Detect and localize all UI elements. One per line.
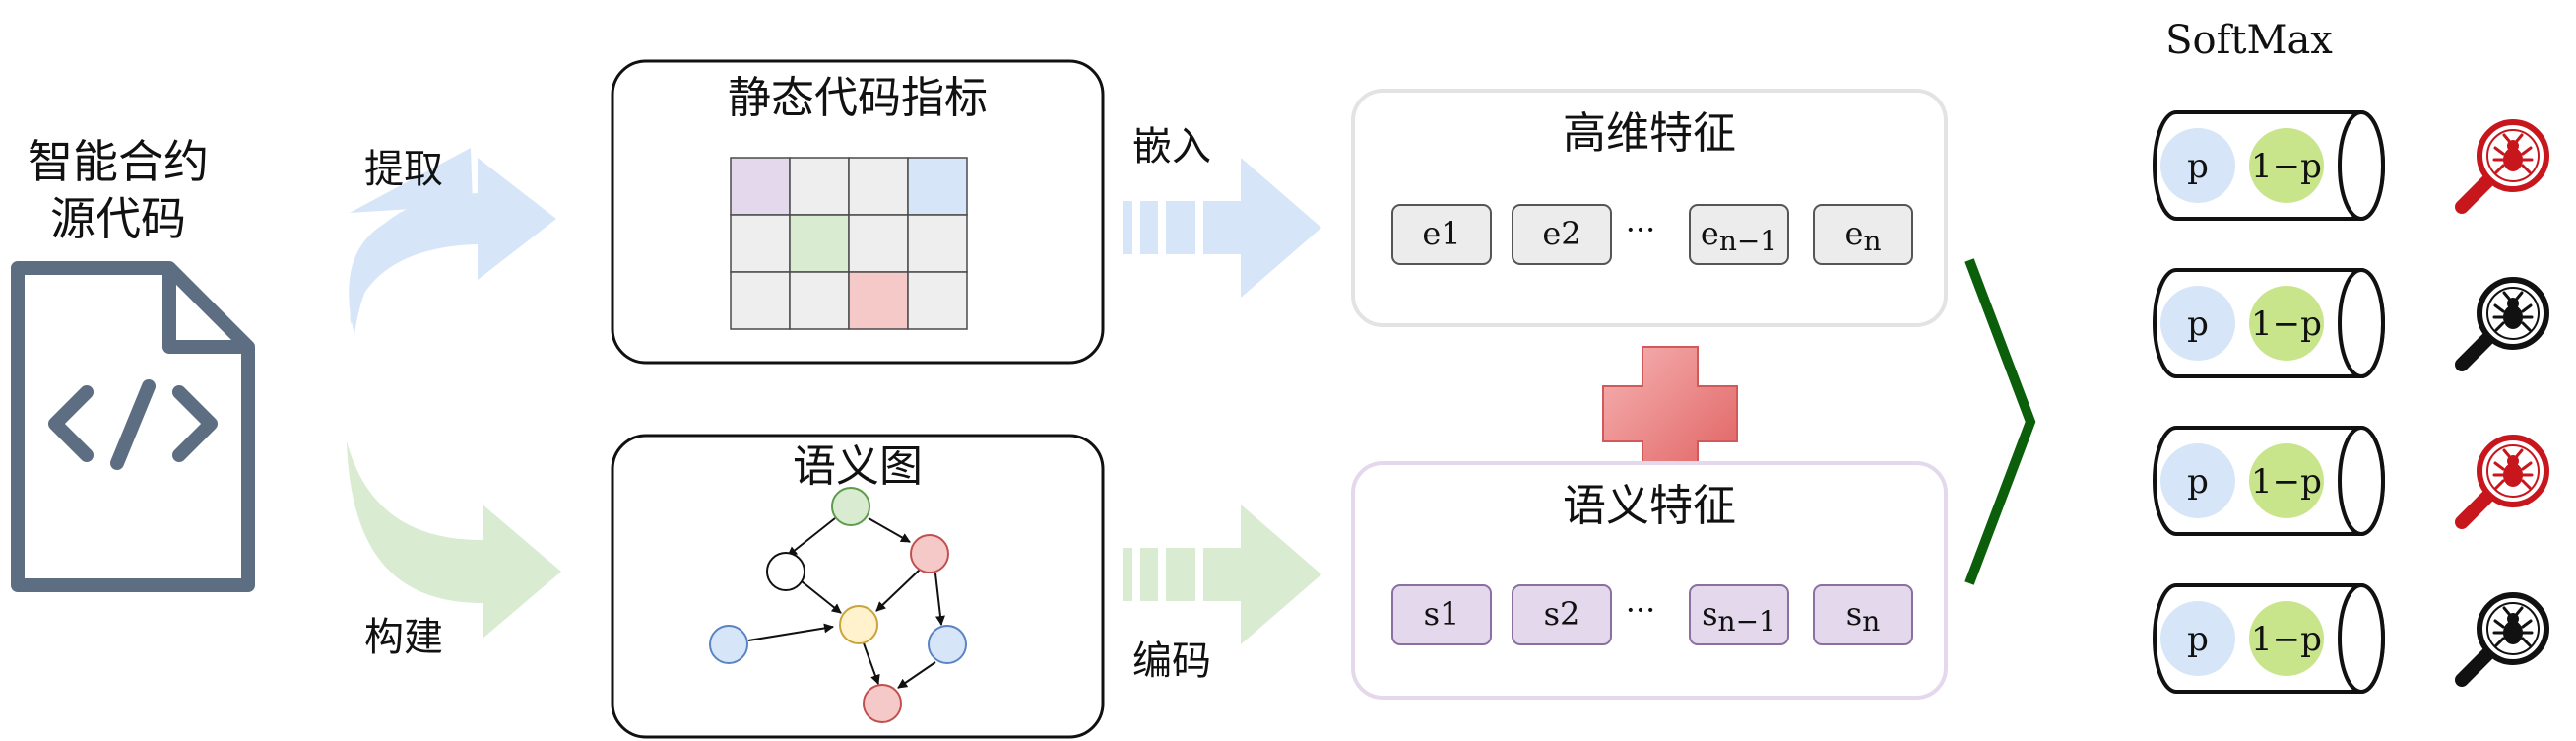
extract-arrow — [349, 148, 556, 335]
semantic-token: sn−1 — [1689, 584, 1789, 645]
graph-node — [910, 534, 949, 573]
metric-cell — [730, 214, 791, 273]
plus-icon — [1602, 346, 1738, 482]
softmax-row: p 1−p — [2153, 583, 2549, 694]
bug-search-icon — [2455, 119, 2549, 214]
graph-node — [831, 487, 870, 526]
probability-cylinder: p 1−p — [2153, 583, 2385, 694]
high-dim-token: e1 — [1391, 204, 1492, 265]
semantic-graph-title: 语义图 — [793, 441, 923, 492]
metric-cell — [907, 271, 968, 330]
high-dim-token-label: en — [1845, 215, 1882, 257]
semantic-features-tokens: s1 s2 sn−1 sn ··· — [1391, 584, 1913, 645]
semantic-ellipsis: ··· — [1626, 591, 1656, 629]
semantic-features-title: 语义特征 — [1563, 481, 1736, 531]
p-circle — [2160, 601, 2235, 676]
bug-search-icon — [2455, 592, 2549, 687]
high-dim-token-label: e1 — [1422, 215, 1460, 252]
metric-cell — [789, 271, 850, 330]
semantic-token-label: sn−1 — [1702, 595, 1776, 638]
semantic-graph — [709, 487, 967, 723]
embed-arrow — [1123, 158, 1321, 298]
high-dim-token: en−1 — [1689, 204, 1789, 265]
one-minus-p-circle — [2249, 286, 2324, 361]
embed-label: 嵌入 — [1132, 124, 1211, 169]
metric-cell — [730, 157, 791, 216]
one-minus-p-label: 1−p — [2251, 147, 2322, 186]
bug-search-icon — [2455, 277, 2549, 371]
semantic-token-label: s2 — [1544, 595, 1580, 633]
high-dim-token: e2 — [1512, 204, 1612, 265]
merge-bracket — [1964, 258, 2036, 585]
one-minus-p-label: 1−p — [2251, 462, 2322, 502]
metric-cell — [907, 214, 968, 273]
semantic-token-label: s1 — [1424, 595, 1460, 633]
graph-node — [709, 625, 748, 664]
p-circle — [2160, 443, 2235, 518]
p-circle — [2160, 128, 2235, 203]
graph-node — [839, 605, 878, 644]
graph-node — [928, 625, 967, 664]
metric-cell — [907, 157, 968, 216]
source-title-line2: 源代码 — [50, 192, 186, 245]
encode-label: 编码 — [1132, 639, 1211, 684]
high-dim-features-box: 高维特征 e1 e2 en−1 en ··· — [1351, 89, 1948, 327]
build-arrow — [347, 441, 561, 639]
build-label: 构建 — [364, 615, 443, 660]
semantic-token-label: sn — [1846, 595, 1880, 638]
metric-cell — [730, 271, 791, 330]
semantic-token: s1 — [1391, 584, 1492, 645]
metrics-grid — [730, 157, 968, 330]
one-minus-p-label: 1−p — [2251, 304, 2322, 344]
semantic-token: s2 — [1512, 584, 1612, 645]
semantic-features-box: 语义特征 s1 s2 sn−1 sn ··· — [1351, 461, 1948, 700]
softmax-row: p 1−p — [2153, 110, 2549, 221]
one-minus-p-circle — [2249, 443, 2324, 518]
metric-cell — [848, 271, 909, 330]
high-dim-ellipsis: ··· — [1626, 211, 1656, 248]
metric-cell — [789, 157, 850, 216]
probability-cylinder: p 1−p — [2153, 110, 2385, 221]
high-dim-tokens: e1 e2 en−1 en ··· — [1391, 204, 1913, 265]
p-label: p — [2187, 147, 2209, 186]
graph-node — [863, 684, 902, 723]
semantic-token: sn — [1813, 584, 1913, 645]
high-dim-title: 高维特征 — [1563, 108, 1736, 159]
p-label: p — [2187, 304, 2209, 344]
p-label: p — [2187, 620, 2209, 659]
metric-cell — [789, 214, 850, 273]
semantic-graph-box: 语义图 — [611, 434, 1105, 739]
extract-label: 提取 — [364, 147, 443, 192]
probability-cylinder: p 1−p — [2153, 268, 2385, 378]
high-dim-token: en — [1813, 204, 1913, 265]
code-file-icon — [11, 261, 255, 592]
p-label: p — [2187, 462, 2209, 502]
static-metrics-box: 静态代码指标 — [611, 59, 1105, 365]
one-minus-p-label: 1−p — [2251, 620, 2322, 659]
softmax-title: SoftMax — [2165, 18, 2333, 63]
softmax-row: p 1−p — [2153, 268, 2549, 378]
one-minus-p-circle — [2249, 128, 2324, 203]
one-minus-p-circle — [2249, 601, 2324, 676]
source-title-line1: 智能合约 — [28, 135, 209, 188]
softmax-row: p 1−p — [2153, 426, 2549, 536]
graph-node — [766, 552, 805, 591]
softmax-outputs: p 1−p p 1−p p 1−p p 1−p — [2153, 110, 2549, 694]
high-dim-token-label: e2 — [1542, 215, 1580, 252]
probability-cylinder: p 1−p — [2153, 426, 2385, 536]
metric-cell — [848, 157, 909, 216]
encode-arrow — [1123, 505, 1321, 644]
bug-search-icon — [2455, 435, 2549, 529]
p-circle — [2160, 286, 2235, 361]
static-metrics-title: 静态代码指标 — [728, 73, 988, 123]
high-dim-token-label: en−1 — [1701, 215, 1777, 257]
source-section: 智能合约 源代码 — [11, 135, 255, 592]
metric-cell — [848, 214, 909, 273]
